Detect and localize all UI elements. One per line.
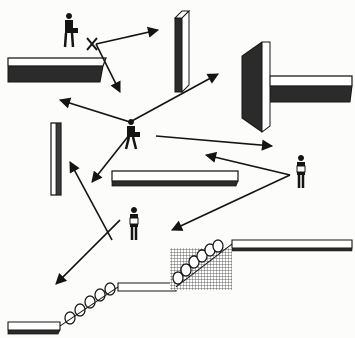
arrow <box>56 220 120 284</box>
arrow <box>156 136 272 146</box>
stair-disc <box>213 240 223 252</box>
arrow <box>130 74 218 122</box>
platform-upper-left <box>8 58 106 82</box>
arrow <box>96 30 158 44</box>
person-holding-box <box>297 155 305 188</box>
platform-middle <box>112 171 238 186</box>
cross-mark <box>87 38 97 50</box>
staircase-walkway <box>8 240 352 334</box>
arrow <box>70 162 112 240</box>
stair-disc <box>105 283 115 295</box>
wall-vertical-left <box>51 123 61 195</box>
wall-vertical-top <box>175 11 189 92</box>
person-walking <box>126 119 140 149</box>
arrow <box>60 100 130 122</box>
wall-vertical-right-block <box>242 42 352 132</box>
person-with-briefcase <box>65 13 78 47</box>
person-holding-box <box>130 207 138 240</box>
arrow-guide <box>60 100 118 238</box>
